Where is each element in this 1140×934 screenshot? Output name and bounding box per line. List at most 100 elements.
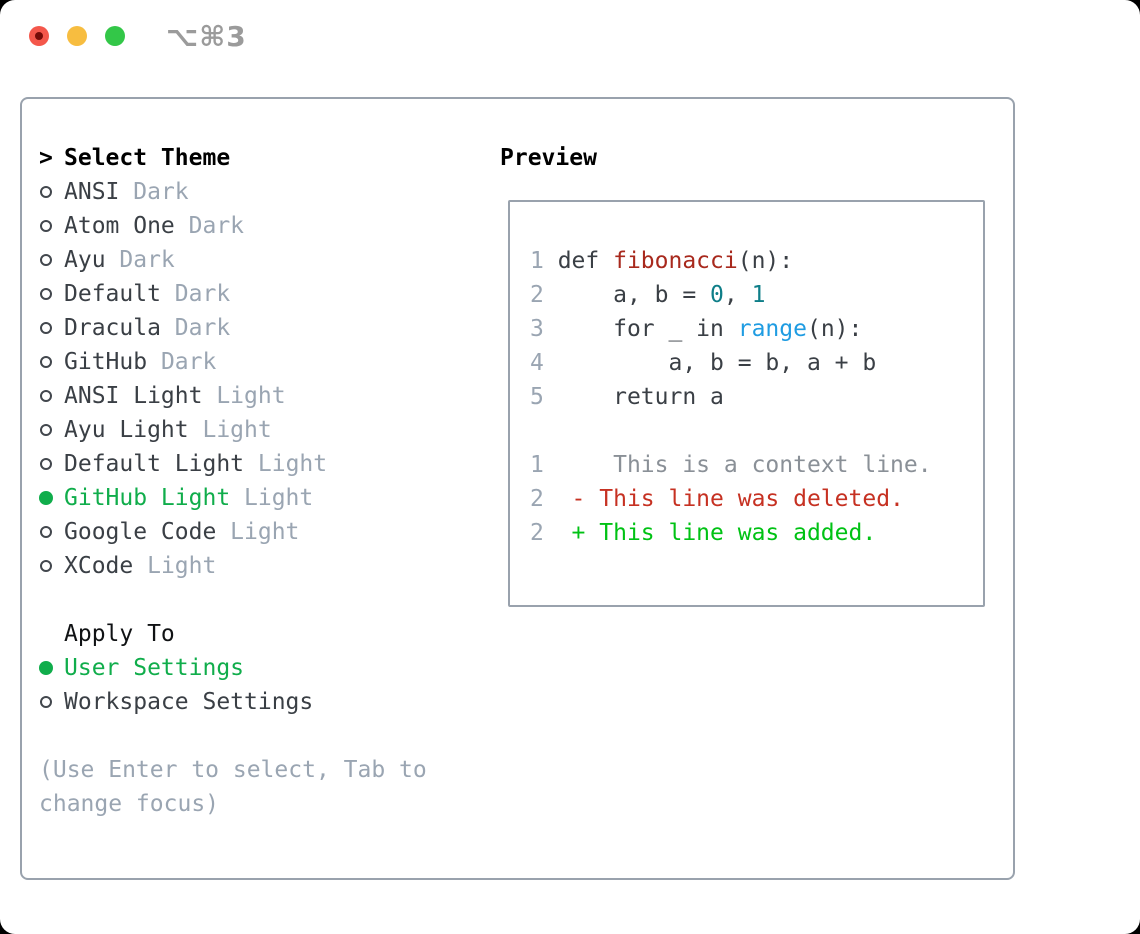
line-number: 2 xyxy=(530,486,558,512)
radio-circle xyxy=(40,390,52,402)
theme-option-github[interactable]: GitHub Dark xyxy=(39,345,489,379)
code-token-fg: def xyxy=(557,248,614,274)
close-button[interactable] xyxy=(29,26,49,46)
line-number: 2 xyxy=(530,520,558,546)
theme-name: Google Code xyxy=(64,519,231,545)
radio-circle xyxy=(40,560,52,572)
theme-variant: Dark xyxy=(119,247,175,273)
theme-name: Default xyxy=(64,281,175,307)
theme-option-atom-one[interactable]: Atom One Dark xyxy=(39,209,489,243)
theme-option-default-light[interactable]: Default Light Light xyxy=(39,447,489,481)
theme-option-github-light[interactable]: GitHub Light Light xyxy=(39,481,489,515)
titlebar: ⌥⌘3 xyxy=(0,0,1140,72)
theme-name: Ayu Light xyxy=(64,417,203,443)
radio-unselected-icon xyxy=(39,424,64,436)
code-line: 3 for _ in range(n): xyxy=(530,312,983,346)
minimize-button[interactable] xyxy=(67,26,87,46)
apply-option-workspace-settings[interactable]: Workspace Settings xyxy=(39,685,489,719)
radio-circle xyxy=(40,526,52,538)
theme-option-ayu[interactable]: Ayu Dark xyxy=(39,243,489,277)
theme-variant: Light xyxy=(230,519,300,545)
theme-name: Dracula xyxy=(64,315,175,341)
code-token-fg: , xyxy=(723,282,752,308)
radio-circle-filled xyxy=(39,661,53,675)
code-line: 2 a, b = 0, 1 xyxy=(530,278,983,312)
radio-unselected-icon xyxy=(39,356,64,368)
theme-name: ANSI Light xyxy=(64,383,217,409)
code-token-ctx: This is a context line. xyxy=(557,452,932,478)
line-number: 2 xyxy=(530,282,558,308)
code-line: 1 def fibonacci(n): xyxy=(530,244,983,278)
code-line: 1 This is a context line. xyxy=(530,448,983,482)
zoom-button[interactable] xyxy=(105,26,125,46)
apply-option-label: User Settings xyxy=(64,655,245,681)
apply-option-label: Workspace Settings xyxy=(64,689,314,715)
theme-name: XCode xyxy=(64,553,148,579)
apply-option-user-settings[interactable]: User Settings xyxy=(39,651,489,685)
radio-unselected-icon xyxy=(39,696,64,708)
code-blank-line xyxy=(530,414,983,448)
theme-option-ayu-light[interactable]: Ayu Light Light xyxy=(39,413,489,447)
code-line: 2 - This line was deleted. xyxy=(530,482,983,516)
radio-unselected-icon xyxy=(39,220,64,232)
code-token-del: - This line was deleted. xyxy=(557,486,904,512)
code-token-fg: (n): xyxy=(737,248,794,274)
code-token-num: 1 xyxy=(751,282,766,308)
theme-name: Atom One xyxy=(64,213,189,239)
theme-option-google-code[interactable]: Google Code Light xyxy=(39,515,489,549)
code-token-num: 0 xyxy=(710,282,724,308)
radio-unselected-icon xyxy=(39,458,64,470)
select-theme-header: >Select Theme xyxy=(39,141,489,175)
theme-variant: Light xyxy=(244,485,314,511)
theme-variant: Light xyxy=(202,417,272,443)
line-number: 3 xyxy=(530,316,558,342)
theme-variant: Light xyxy=(257,451,328,477)
theme-variant: Light xyxy=(216,383,286,409)
code-token-fg: for _ in xyxy=(557,316,738,342)
theme-option-ansi[interactable]: ANSI Dark xyxy=(39,175,489,209)
theme-name: Default Light xyxy=(64,451,258,477)
radio-circle xyxy=(40,458,52,470)
theme-variant: Dark xyxy=(160,349,217,375)
radio-circle xyxy=(40,186,52,198)
theme-variant: Dark xyxy=(188,213,245,239)
theme-option-dracula[interactable]: Dracula Dark xyxy=(39,311,489,345)
theme-variant: Light xyxy=(147,553,217,579)
theme-variant: Dark xyxy=(174,281,231,307)
cursor-caret-icon: > xyxy=(39,145,53,171)
radio-circle-filled xyxy=(39,491,53,505)
line-number: 1 xyxy=(530,452,558,478)
keyboard-hint: (Use Enter to select, Tab to xyxy=(39,757,427,783)
radio-unselected-icon xyxy=(39,254,64,266)
theme-option-xcode[interactable]: XCode Light xyxy=(39,549,489,583)
radio-circle xyxy=(40,322,52,334)
radio-circle xyxy=(40,356,52,368)
close-inner-dot xyxy=(35,32,43,40)
code-line: 5 return a xyxy=(530,380,983,414)
line-number: 5 xyxy=(530,384,558,410)
radio-selected-icon xyxy=(39,491,64,505)
theme-name: GitHub xyxy=(64,349,161,375)
preview-heading: Preview xyxy=(500,145,597,171)
theme-variant: Dark xyxy=(174,315,231,341)
keyboard-hint: change focus) xyxy=(39,791,220,817)
radio-unselected-icon xyxy=(39,322,64,334)
radio-circle xyxy=(40,288,52,300)
theme-option-ansi-light[interactable]: ANSI Light Light xyxy=(39,379,489,413)
line-number xyxy=(530,418,544,444)
theme-name: Ayu xyxy=(64,247,120,273)
code-token-fg: a, b = xyxy=(557,282,711,308)
theme-option-default[interactable]: Default Dark xyxy=(39,277,489,311)
radio-circle xyxy=(40,254,52,266)
code-line: 4 a, b = b, a + b xyxy=(530,346,983,380)
apply-to-header: Apply To xyxy=(39,617,489,651)
radio-unselected-icon xyxy=(39,288,64,300)
radio-unselected-icon xyxy=(39,526,64,538)
radio-unselected-icon xyxy=(39,560,64,572)
theme-name: ANSI xyxy=(64,179,134,205)
